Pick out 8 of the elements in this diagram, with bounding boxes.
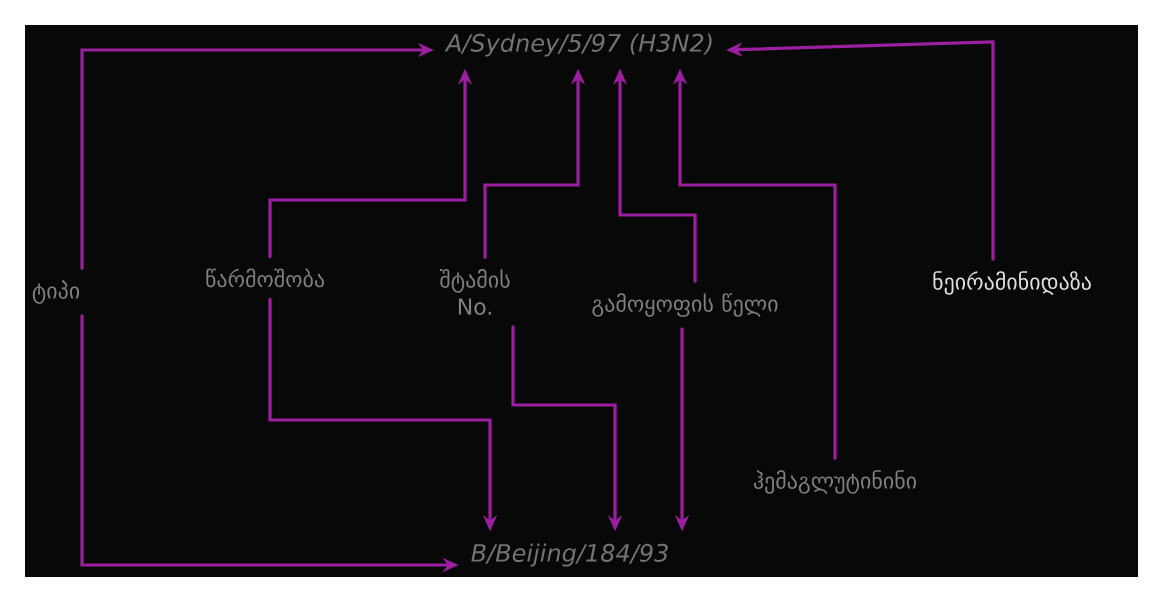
part-label: გამოყოფის წელი	[592, 293, 778, 317]
part-label: ნეირამინიდაზა	[933, 271, 1091, 295]
part-label: ტიპი	[32, 280, 80, 304]
part-label: შტამის No.	[440, 269, 510, 315]
strain-name: A/Sydney/5/97 (H3N2)	[444, 33, 712, 57]
part-label: წარმოშობა	[206, 268, 324, 288]
strain-name: B/Beijing/184/93	[471, 543, 668, 567]
part-label: ჰემაგლუტინინი	[753, 470, 917, 494]
